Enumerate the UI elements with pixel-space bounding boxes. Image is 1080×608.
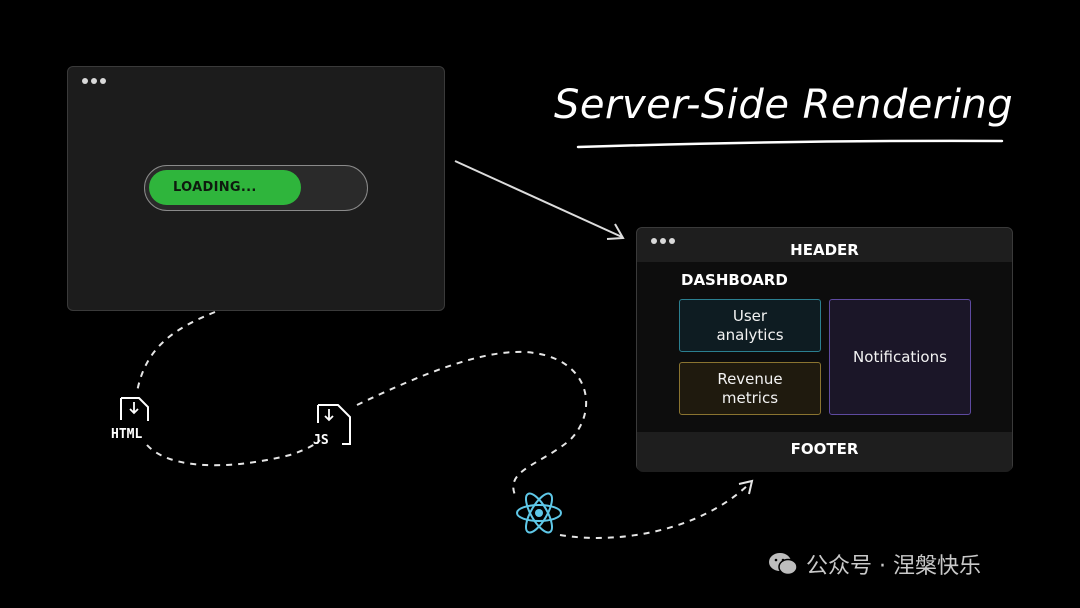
page-footer: FOOTER	[637, 432, 1012, 472]
dashed-flow-path	[136, 311, 749, 539]
revenue-metrics-label: Revenue metrics	[717, 369, 783, 407]
user-analytics-label: User analytics	[716, 306, 784, 344]
notifications-card: Notifications	[829, 299, 971, 415]
notifications-label: Notifications	[853, 347, 947, 366]
watermark: 公众号 · 涅槃快乐	[768, 548, 981, 580]
loading-progress-label: LOADING...	[173, 180, 257, 195]
page-header: HEADER	[637, 228, 1012, 263]
html-file-icon	[120, 397, 149, 421]
dashboard-label: DASHBOARD	[681, 271, 788, 289]
react-icon	[516, 492, 562, 534]
window-controls-icon	[651, 238, 675, 244]
watermark-text: 公众号 · 涅槃快乐	[806, 554, 981, 579]
loading-progress-bar: LOADING...	[144, 165, 368, 211]
page-title: Server-Side Rendering	[554, 82, 1014, 128]
loading-progress-fill	[149, 170, 301, 205]
revenue-metrics-card: Revenue metrics	[679, 362, 821, 415]
window-controls-icon	[82, 78, 106, 84]
html-label: HTML	[111, 427, 142, 442]
loading-browser-window: LOADING...	[67, 66, 445, 311]
js-label: JS	[313, 433, 329, 448]
page-body: DASHBOARD User analytics Revenue metrics…	[637, 262, 1012, 432]
js-file-icon	[317, 404, 351, 445]
page-footer-label: FOOTER	[790, 440, 859, 458]
render-arrow-head	[606, 223, 625, 240]
page-header-label: HEADER	[790, 241, 859, 259]
rendered-page-window: HEADER DASHBOARD User analytics Revenue …	[636, 227, 1013, 472]
user-analytics-card: User analytics	[679, 299, 821, 352]
render-arrow-line	[454, 160, 623, 238]
title-underline	[576, 139, 1004, 149]
wechat-icon	[769, 553, 798, 576]
dashed-arrow-head	[738, 479, 754, 495]
